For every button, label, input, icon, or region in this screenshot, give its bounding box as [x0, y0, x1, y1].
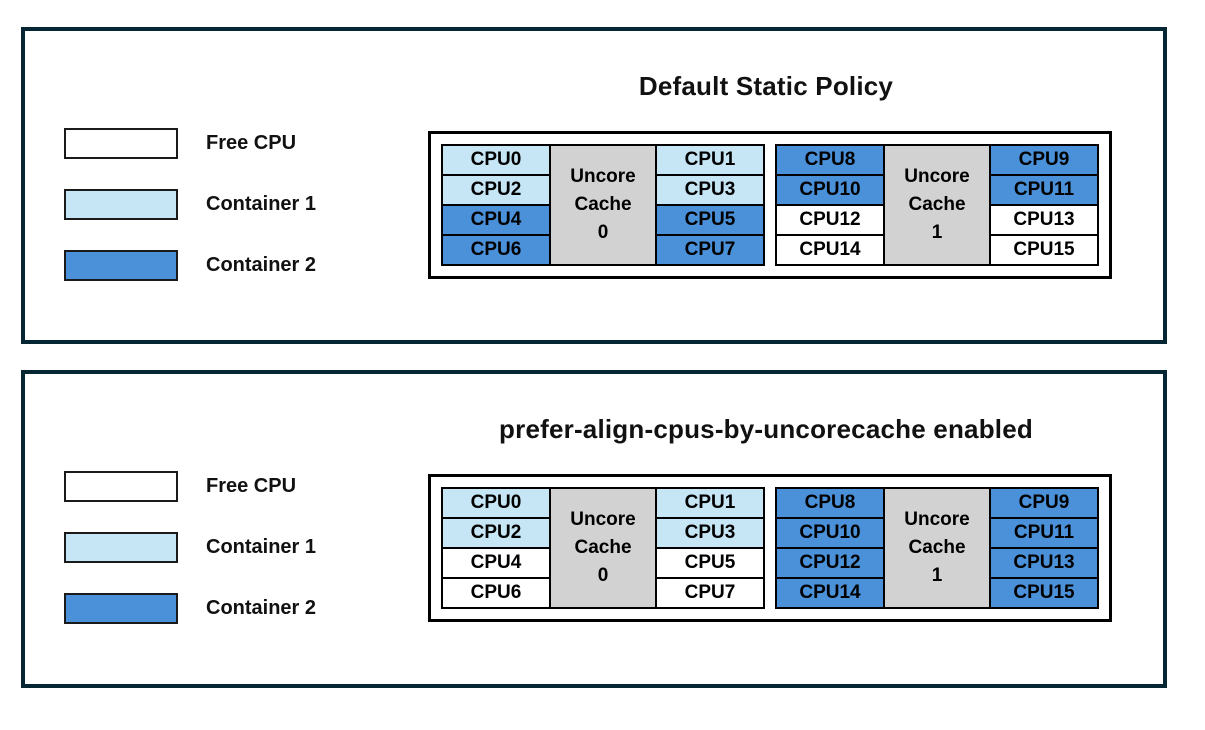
- cpu-cell-cpu12: CPU12: [775, 547, 885, 579]
- legend-item-container-1: Container 1: [64, 532, 316, 563]
- legend-label: Container 1: [206, 536, 317, 558]
- legend-swatch-free: [64, 471, 178, 502]
- legend-label: Container 1: [206, 193, 317, 215]
- uncore-cache-label-line: Uncore: [570, 166, 636, 187]
- cpu-cell-cpu11: CPU11: [989, 174, 1099, 206]
- cpu-cell-cpu0: CPU0: [441, 487, 551, 519]
- cpu-cell-cpu9: CPU9: [989, 144, 1099, 176]
- legend-swatch-container1: [64, 532, 178, 563]
- cpu-cell-cpu0: CPU0: [441, 144, 551, 176]
- cpu-cell-cpu13: CPU13: [989, 204, 1099, 236]
- uncore-cache-label-line: Uncore: [904, 509, 970, 530]
- uncore-cache-label-line: Cache: [574, 537, 632, 558]
- cpu-cell-cpu6: CPU6: [441, 234, 551, 266]
- panel-prefer-align-cpus-by-uncorecache: prefer-align-cpus-by-uncorecache enabled…: [21, 370, 1167, 688]
- cpu-cell-cpu13: CPU13: [989, 547, 1099, 579]
- panel-default-static-policy: Default Static Policy Free CPU Container …: [21, 27, 1167, 344]
- cpu-cell-cpu14: CPU14: [775, 234, 885, 266]
- uncore-cache-label-line: 1: [931, 565, 943, 586]
- legend-item-container-1: Container 1: [64, 189, 316, 220]
- cpu-cell-cpu4: CPU4: [441, 547, 551, 579]
- legend-label: Container 2: [206, 597, 317, 619]
- cpu-cell-cpu8: CPU8: [775, 144, 885, 176]
- legend-item-container-2: Container 2: [64, 250, 316, 281]
- cpu-cell-cpu7: CPU7: [655, 577, 765, 609]
- cpu-cell-cpu7: CPU7: [655, 234, 765, 266]
- cpu-cell-cpu6: CPU6: [441, 577, 551, 609]
- uncore-cache-label-line: 0: [597, 565, 609, 586]
- cpu-cell-cpu15: CPU15: [989, 577, 1099, 609]
- legend: Free CPU Container 1 Container 2: [64, 128, 316, 281]
- cpu-cell-cpu3: CPU3: [655, 174, 765, 206]
- cpu-cell-cpu3: CPU3: [655, 517, 765, 549]
- cpu-cell-cpu1: CPU1: [655, 487, 765, 519]
- uncore-cache-label-line: Uncore: [904, 166, 970, 187]
- legend-swatch-container1: [64, 189, 178, 220]
- cpu-cell-cpu10: CPU10: [775, 517, 885, 549]
- cpu-cell-cpu2: CPU2: [441, 174, 551, 206]
- cpu-cell-cpu5: CPU5: [655, 547, 765, 579]
- legend-label: Container 2: [206, 254, 317, 276]
- cpu-cell-cpu4: CPU4: [441, 204, 551, 236]
- cpu-cell-cpu5: CPU5: [655, 204, 765, 236]
- legend-item-free-cpu: Free CPU: [64, 128, 316, 159]
- legend-item-free-cpu: Free CPU: [64, 471, 316, 502]
- legend-label: Free CPU: [206, 132, 297, 154]
- uncore-cache-label-line: 1: [931, 222, 943, 243]
- panel-title: prefer-align-cpus-by-uncorecache enabled: [499, 414, 1033, 444]
- cpu-cell-cpu15: CPU15: [989, 234, 1099, 266]
- uncore-cache-label-line: 0: [597, 222, 609, 243]
- uncore-cache-label-line: Cache: [574, 194, 632, 215]
- legend-swatch-container2: [64, 593, 178, 624]
- panel-title: Default Static Policy: [638, 71, 894, 101]
- cpu-cell-cpu8: CPU8: [775, 487, 885, 519]
- cpu-cell-cpu14: CPU14: [775, 577, 885, 609]
- cpu-cell-cpu10: CPU10: [775, 174, 885, 206]
- legend: Free CPU Container 1 Container 2: [64, 471, 316, 624]
- uncore-cache-label-line: Uncore: [570, 509, 636, 530]
- uncore-cache-label-line: Cache: [908, 194, 966, 215]
- cpu-cell-cpu1: CPU1: [655, 144, 765, 176]
- cpu-cell-cpu11: CPU11: [989, 517, 1099, 549]
- cpu-cell-cpu12: CPU12: [775, 204, 885, 236]
- legend-swatch-container2: [64, 250, 178, 281]
- uncore-cache-label-line: Cache: [908, 537, 966, 558]
- legend-item-container-2: Container 2: [64, 593, 316, 624]
- legend-label: Free CPU: [206, 475, 297, 497]
- cpu-cell-cpu9: CPU9: [989, 487, 1099, 519]
- cpu-cell-cpu2: CPU2: [441, 517, 551, 549]
- legend-swatch-free: [64, 128, 178, 159]
